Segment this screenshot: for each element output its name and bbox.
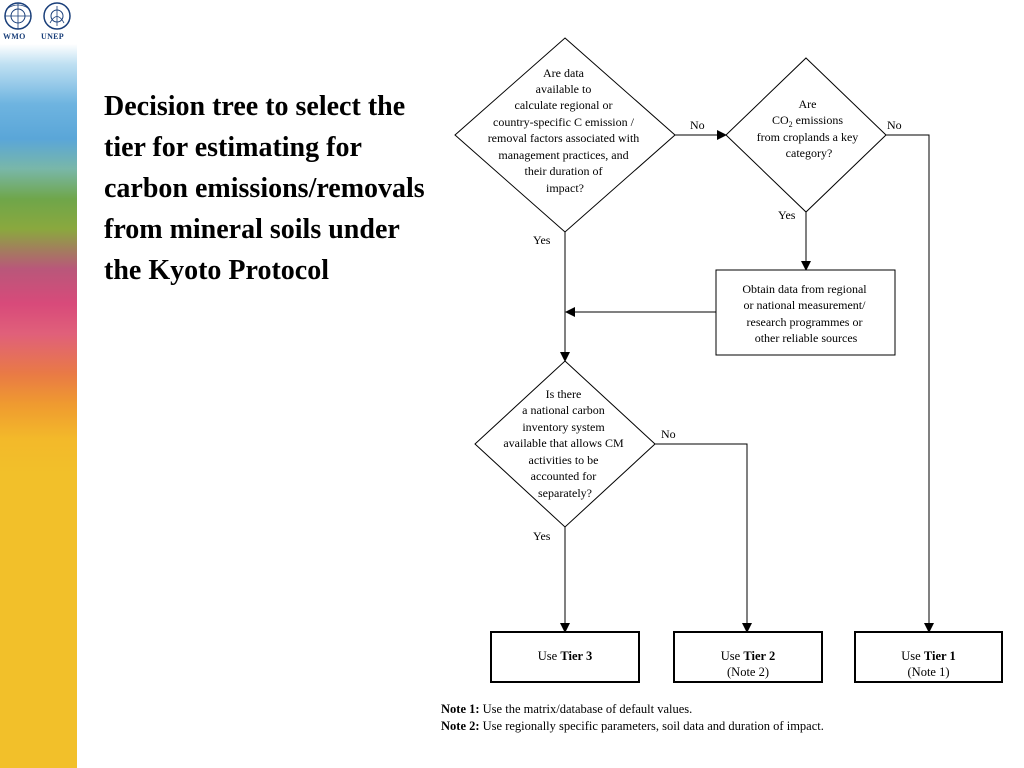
- q2-no-arrow: [886, 134, 934, 633]
- tier2-prefix: Use: [720, 649, 744, 663]
- q1-line: Are data: [543, 66, 585, 80]
- q1-no-label: No: [690, 118, 705, 132]
- q1-line: management practices, and: [498, 148, 628, 162]
- obtain-line: other reliable sources: [755, 331, 858, 345]
- tier2-name: Tier 2: [743, 649, 776, 663]
- q1-line: available to: [536, 82, 592, 96]
- tier3-label: Use Tier 3: [491, 648, 639, 664]
- q2-yes-label: Yes: [778, 208, 796, 222]
- q2-co2-sub: 2: [789, 120, 793, 129]
- q3-no-arrow: [655, 443, 752, 633]
- logo-area: WMO UNEP: [0, 0, 77, 44]
- q3-line: separately?: [538, 486, 592, 500]
- q2-line3: from croplands a key: [757, 130, 859, 144]
- tier1-box: [854, 631, 1003, 683]
- q3-line: a national carbon: [522, 403, 605, 417]
- tier2-box: [673, 631, 823, 683]
- tier3-name: Tier 3: [560, 649, 593, 663]
- note1-label: Note 1:: [441, 702, 480, 716]
- q3-line: Is there: [546, 387, 582, 401]
- note2-text: Use regionally specific parameters, soil…: [479, 719, 824, 733]
- note2-label: Note 2:: [441, 719, 480, 733]
- footnotes: Note 1: Use the matrix/database of defau…: [441, 701, 824, 735]
- note-2: Note 2: Use regionally specific paramete…: [441, 718, 824, 735]
- obtain-line: Obtain data from regional: [742, 282, 867, 296]
- q3-yes-label: Yes: [533, 529, 551, 543]
- q2-line1: Are: [799, 97, 817, 111]
- tier1-name: Tier 1: [923, 649, 956, 663]
- q1-line: calculate regional or: [515, 98, 613, 112]
- q1-yes-label: Yes: [533, 233, 551, 247]
- q3-line: accounted for: [531, 469, 597, 483]
- obtain-line: or national measurement/: [744, 298, 867, 312]
- unep-logo: [43, 2, 71, 30]
- unep-label: UNEP: [41, 32, 64, 41]
- wmo-logo: [4, 2, 32, 30]
- q3-no-label: No: [661, 427, 676, 441]
- q1-line: their duration of: [525, 164, 603, 178]
- tier3-prefix: Use: [537, 649, 561, 663]
- q1-line: impact?: [546, 181, 584, 195]
- tier2-note: (Note 2): [727, 665, 769, 679]
- sidebar-color-strip: WMO UNEP: [0, 0, 77, 768]
- tier1-prefix: Use: [901, 649, 924, 663]
- q2-co2: CO: [772, 113, 789, 127]
- obtain-line: research programmes or: [747, 315, 863, 329]
- q1-text: Are data available to calculate regional…: [488, 66, 643, 195]
- q1-line: country-specific C emission /: [493, 115, 635, 129]
- tier2-label: Use Tier 2 (Note 2): [674, 648, 822, 680]
- q2-no-label: No: [887, 118, 902, 132]
- obtain-text: Obtain data from regional or national me…: [742, 282, 869, 345]
- q3-line: inventory system: [522, 420, 605, 434]
- page-title: Decision tree to select the tier for est…: [104, 91, 425, 286]
- note1-text: Use the matrix/database of default value…: [479, 702, 693, 716]
- q2-emissions: emissions: [793, 113, 844, 127]
- wmo-label: WMO: [3, 32, 26, 41]
- q2-text: Are CO2 emissions from croplands a key c…: [757, 97, 862, 160]
- q3-text: Is there a national carbon inventory sys…: [503, 387, 626, 500]
- q3-line: activities to be: [529, 453, 599, 467]
- tier1-label: Use Tier 1 (Note 1): [855, 648, 1002, 680]
- tier1-note: (Note 1): [907, 665, 950, 679]
- gradient-strip: [0, 44, 77, 768]
- tier3-box: [490, 631, 640, 683]
- q2-line4: category?: [786, 146, 833, 160]
- q3-line: available that allows CM: [503, 436, 624, 450]
- logos: [4, 2, 71, 30]
- q1-line: removal factors associated with: [488, 131, 640, 145]
- note-1: Note 1: Use the matrix/database of defau…: [441, 701, 824, 718]
- obtain-data-box: [715, 269, 896, 356]
